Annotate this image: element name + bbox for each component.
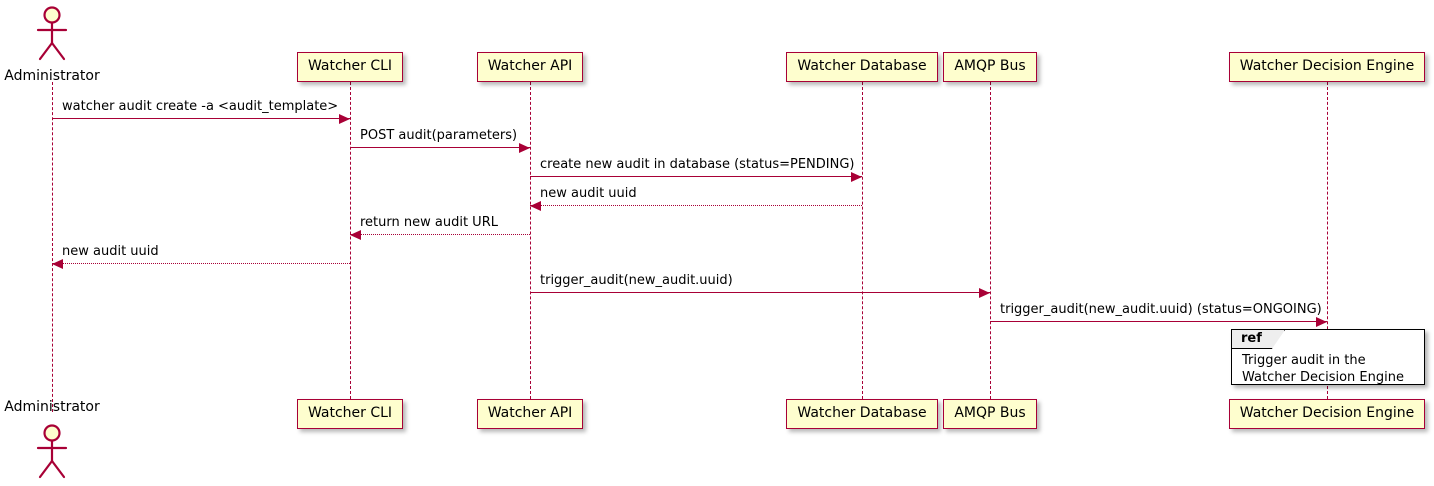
participant-amqp-bus-bottom[interactable]: AMQP Bus — [943, 399, 1037, 429]
participant-watcher-database-top[interactable]: Watcher Database — [786, 52, 938, 82]
participant-watcher-api-top[interactable]: Watcher API — [476, 52, 584, 82]
participant-watcher-cli-bottom[interactable]: Watcher CLI — [296, 399, 404, 429]
message-line-5 — [350, 234, 530, 235]
participant-watcher-decision-engine-bottom[interactable]: Watcher Decision Engine — [1228, 399, 1426, 429]
message-line-1 — [52, 118, 350, 119]
message-arrowhead-8 — [1316, 317, 1327, 327]
message-label-8: trigger_audit(new_audit.uuid) (status=ON… — [1000, 302, 1322, 317]
message-arrowhead-7 — [979, 288, 990, 298]
actor-label-administrator-top: Administrator — [4, 68, 100, 84]
lifeline-watcher-database — [862, 82, 863, 399]
ref-fragment-body-text: Trigger audit in the Watcher Decision En… — [1242, 353, 1404, 385]
actor-icon-administrator-top — [30, 6, 74, 66]
message-line-3 — [530, 176, 862, 177]
message-arrowhead-6 — [52, 259, 63, 269]
message-arrowhead-2 — [519, 143, 530, 153]
participant-amqp-bus-top[interactable]: AMQP Bus — [943, 52, 1037, 82]
actor-label-administrator-bottom: Administrator — [4, 399, 100, 415]
message-line-2 — [350, 147, 530, 148]
participant-watcher-database-bottom[interactable]: Watcher Database — [786, 399, 938, 429]
lifeline-watcher-api — [530, 82, 531, 399]
message-arrowhead-3 — [851, 172, 862, 182]
participant-watcher-decision-engine-top[interactable]: Watcher Decision Engine — [1228, 52, 1426, 82]
message-arrowhead-4 — [530, 201, 541, 211]
lifeline-watcher-cli — [350, 82, 351, 399]
message-label-7: trigger_audit(new_audit.uuid) — [540, 273, 733, 288]
lifeline-amqp-bus — [990, 82, 991, 399]
ref-fragment-tab-label: ref — [1232, 330, 1285, 349]
message-line-7 — [530, 292, 990, 293]
participant-watcher-api-bottom[interactable]: Watcher API — [476, 399, 584, 429]
message-label-1: watcher audit create -a <audit_template> — [62, 99, 339, 114]
message-label-3: create new audit in database (status=PEN… — [540, 157, 855, 172]
actor-icon-administrator-bottom — [30, 424, 74, 484]
message-label-5: return new audit URL — [360, 215, 498, 230]
message-arrowhead-1 — [339, 114, 350, 124]
participant-watcher-cli-top[interactable]: Watcher CLI — [296, 52, 404, 82]
lifeline-administrator — [52, 82, 53, 412]
message-label-6: new audit uuid — [62, 244, 159, 259]
message-line-4 — [530, 205, 862, 206]
lifeline-watcher-decision-engine — [1327, 82, 1328, 399]
message-label-2: POST audit(parameters) — [360, 128, 518, 143]
message-line-8 — [990, 321, 1327, 322]
message-line-6 — [52, 263, 350, 264]
message-label-4: new audit uuid — [540, 186, 637, 201]
message-arrowhead-5 — [350, 230, 361, 240]
